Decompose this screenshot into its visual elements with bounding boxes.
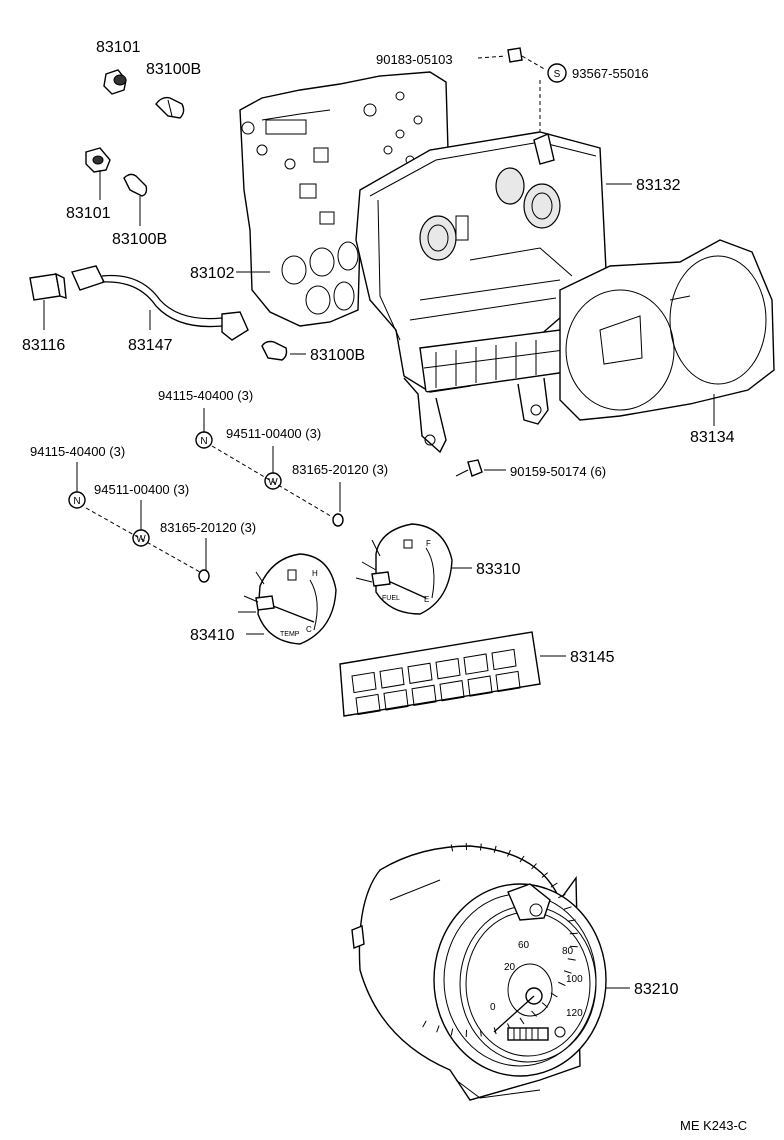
speedo-tick [531,863,537,870]
window-cell [463,653,489,675]
speedo-tick [563,970,572,974]
window-plate-83145 [339,631,541,717]
temp-text: TEMP [280,631,300,638]
speedo-tick [550,882,558,888]
speedo-tick [558,894,566,899]
temp-c: C [306,625,312,634]
label-83100b-top: 83100B [146,61,201,78]
window-cell [379,667,405,689]
meter-case-83132 [355,131,607,454]
window-cell [491,648,517,671]
window-cell [383,689,409,711]
label-83165-b: 83165-20120 (3) [160,520,256,535]
speedo-tick [422,1020,427,1028]
screw-90183 [507,47,523,63]
label-83116: 83116 [22,337,65,354]
temp-h: H [312,569,318,578]
meter-hood-83134 [559,239,775,421]
label-83100b-mid: 83100B [112,231,167,248]
diagram-code: ME K243-C [680,1118,747,1133]
speedo-tick [567,919,576,922]
screw-90159 [455,459,483,477]
speedo-tick [479,1029,482,1037]
bulb-socket-mid [85,147,111,173]
symbol-n-a: N [200,436,207,447]
temp-gauge-83410 [238,553,337,645]
symbol-s: S [554,69,561,80]
label-83101-mid: 83101 [66,205,111,222]
label-83101-top: 83101 [96,39,141,56]
label-94511-a: 94511-00400 (3) [226,426,321,441]
label-83210: 83210 [634,981,679,998]
symbol-w-b: W [136,534,146,545]
speedo-tick [563,906,572,910]
label-94115-a: 94115-40400 (3) [158,388,253,403]
symbol-w-a: W [268,477,278,488]
speedometer-83210 [351,843,607,1101]
fuel-gauge-83310 [355,523,453,615]
symbol-n-b: N [73,496,80,507]
label-94511-b: 94511-00400 (3) [94,482,189,497]
clip-93567 [547,63,567,83]
fuel-text: FUEL [382,595,400,602]
label-83134: 83134 [690,429,735,446]
speedo-tick [519,855,525,863]
window-cell [439,680,465,702]
label-83145: 83145 [570,649,615,666]
window-cell [467,675,493,697]
window-cell [435,658,461,680]
speed-120: 120 [566,1008,583,1019]
speedo-tick [567,958,576,961]
speedo-tick [479,843,482,851]
speedo-tick [493,845,497,853]
speed-20: 20 [504,962,516,973]
label-83132: 83132 [636,177,681,194]
label-90183: 90183-05103 [376,52,453,67]
bulb-mid [123,173,148,197]
window-cell [355,693,381,716]
window-cell [407,662,433,684]
label-93567: 93567-55016 [572,66,649,81]
connector-83116 [29,272,67,301]
fuel-e: E [424,595,429,604]
speed-60: 60 [518,940,530,951]
label-83147: 83147 [128,337,173,354]
speedo-tick [519,1017,525,1025]
window-cell [495,670,521,693]
fuel-f: F [426,539,431,548]
label-83410: 83410 [190,627,235,644]
speed-100: 100 [566,974,583,985]
label-94115-b: 94115-40400 (3) [30,444,125,459]
speed-0: 0 [490,1002,496,1013]
bulb-top [155,96,185,119]
label-83100b-low: 83100B [310,347,365,364]
printed-circuit-83102 [239,71,449,327]
label-83310: 83310 [476,561,521,578]
window-cell [351,671,377,694]
speed-80: 80 [562,946,574,957]
speedo-tick [507,849,511,857]
harness-83147 [71,265,288,361]
label-83165-a: 83165-20120 (3) [292,462,388,477]
window-cell [411,684,437,706]
speedo-tick [558,981,566,986]
bulb-socket-top [103,69,127,95]
speedo-tick [450,844,454,852]
label-90159: 90159-50174 (6) [510,464,606,479]
speedo-tick [436,1025,440,1033]
speedo-tick [541,872,549,878]
speedo-tick [450,1028,454,1036]
label-83102: 83102 [190,265,235,282]
